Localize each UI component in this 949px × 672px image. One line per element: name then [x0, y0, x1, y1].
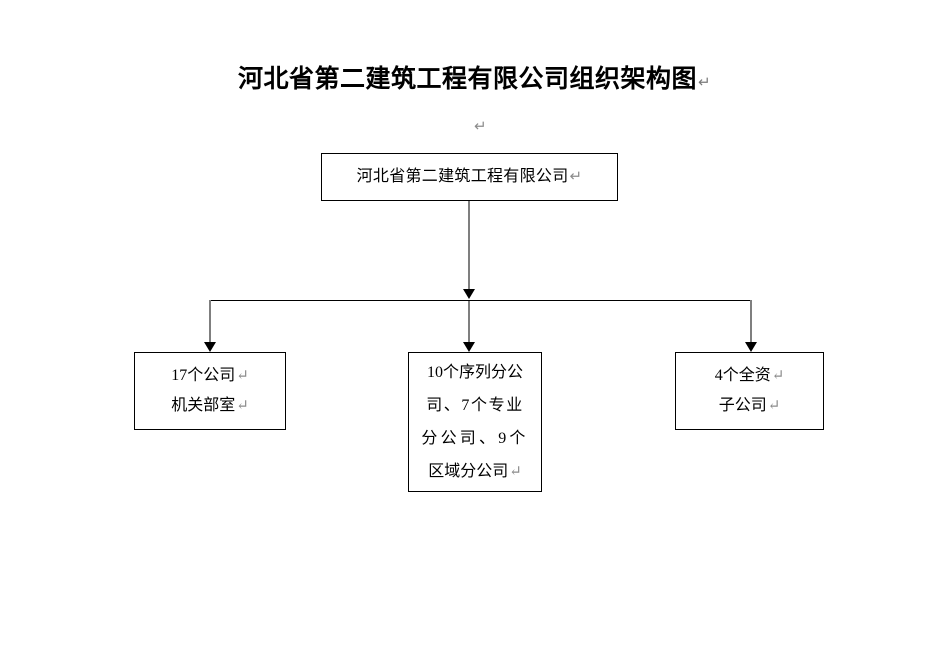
connector-drop-middle	[468, 301, 470, 344]
arrowhead-root-stem-icon	[463, 289, 475, 299]
node-branch-companies-lines: 10个序列分公 司、7个专业 分公司、9个 区域分公司↵	[419, 356, 531, 489]
node-root-label: 河北省第二建筑工程有限公司↵	[357, 166, 583, 188]
empty-paragraph-mark-icon: ↵	[474, 118, 487, 135]
node-subsidiaries-text-1: 4个全资	[714, 367, 771, 384]
node-root-company[interactable]: 河北省第二建筑工程有限公司↵	[321, 153, 618, 201]
node-departments-line-1: 17个公司↵	[171, 361, 249, 391]
paragraph-mark-icon: ↵	[697, 74, 712, 91]
node-branch-companies-line-2: 司、7个专业	[426, 396, 524, 414]
node-branch-companies[interactable]: 10个序列分公 司、7个专业 分公司、9个 区域分公司↵	[408, 352, 542, 492]
paragraph-mark-icon: ↵	[509, 463, 522, 480]
node-departments[interactable]: 17个公司↵ 机关部室↵	[134, 352, 286, 430]
node-subsidiaries[interactable]: 4个全资↵ 子公司↵	[675, 352, 824, 430]
connector-root-stem	[468, 201, 470, 290]
arrowhead-left-icon	[204, 342, 216, 352]
page-title-text: 河北省第二建筑工程有限公司组织架构图	[237, 65, 697, 93]
node-subsidiaries-line-2: 子公司↵	[719, 391, 781, 421]
paragraph-mark-icon: ↵	[569, 168, 583, 185]
node-departments-line-2: 机关部室↵	[171, 391, 249, 421]
paragraph-mark-icon: ↵	[771, 368, 785, 384]
node-branch-companies-text-4: 区域分公司	[428, 462, 509, 480]
node-root-text: 河北省第二建筑工程有限公司	[356, 168, 569, 185]
paragraph-mark-icon: ↵	[767, 398, 781, 414]
node-branch-companies-line-3: 分公司、9个	[421, 429, 529, 447]
node-departments-text-2: 机关部室	[171, 397, 236, 414]
connector-horizontal-bar	[210, 300, 752, 302]
node-subsidiaries-text-2: 子公司	[718, 397, 767, 414]
node-departments-text-1: 17个公司	[171, 367, 236, 384]
node-branch-companies-line-4: 区域分公司↵	[419, 455, 531, 489]
connector-drop-right	[750, 300, 752, 344]
page-title: 河北省第二建筑工程有限公司组织架构图↵	[0, 62, 949, 100]
arrowhead-right-icon	[745, 342, 757, 352]
connector-drop-left	[209, 300, 211, 344]
paragraph-mark-icon: ↵	[236, 398, 249, 414]
node-subsidiaries-line-1: 4个全资↵	[715, 361, 785, 391]
paragraph-mark-icon: ↵	[236, 368, 249, 384]
node-branch-companies-line-1: 10个序列分公	[426, 363, 523, 381]
arrowhead-middle-icon	[463, 342, 475, 352]
